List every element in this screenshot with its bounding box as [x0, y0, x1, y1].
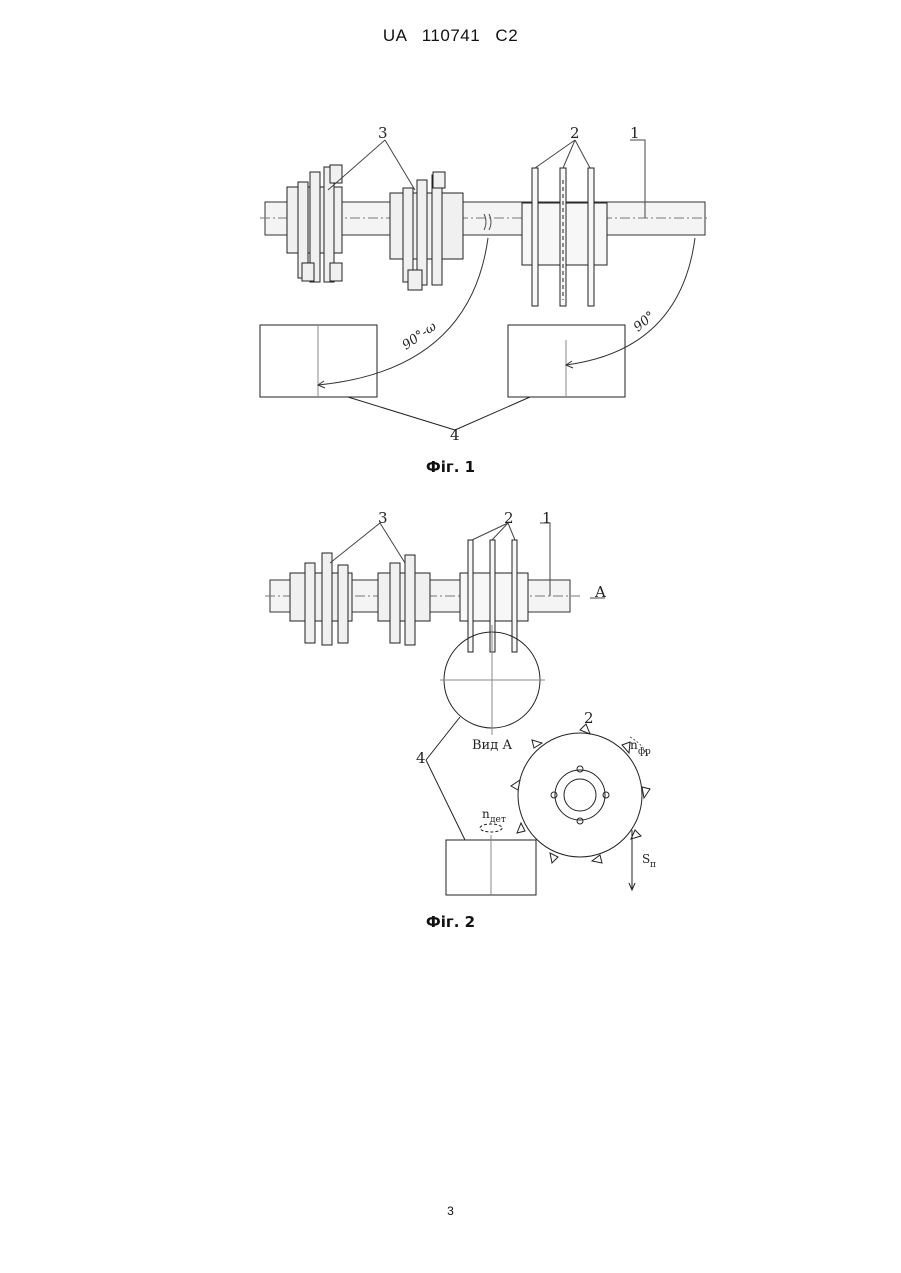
fig2-label-4: 4: [416, 749, 426, 767]
figure-1-caption: Фіг. 1: [0, 458, 901, 476]
svg-text:S: S: [642, 852, 650, 866]
fig1-label-1: 1: [630, 124, 640, 142]
figure-1-drawing: 3 2 1 4 90°-ω 90°: [240, 120, 720, 450]
fig2-label-2: 2: [504, 509, 514, 527]
fig1-label-2: 2: [570, 124, 580, 142]
disc-set-2: [522, 168, 607, 306]
page-number: 3: [0, 1204, 901, 1218]
fig1-label-4: 4: [450, 426, 460, 444]
n-cutter-symbol: n фр: [630, 738, 651, 757]
cutter-3-left: [287, 165, 342, 282]
workpieces-4: [260, 325, 625, 430]
view-a-marker: A: [594, 583, 606, 601]
cutter-3-middle: [390, 172, 463, 290]
cutter-3-left-fig2: [290, 553, 352, 645]
svg-text:n: n: [482, 807, 490, 821]
angle-arcs: [318, 238, 695, 388]
n-part-symbol: n дет: [482, 807, 506, 825]
fig2-label-3: 3: [378, 509, 388, 527]
svg-text:фр: фр: [638, 747, 651, 757]
fig1-angle-right: 90°: [631, 309, 658, 335]
fig1-label-3: 3: [378, 124, 388, 142]
svg-text:п: п: [650, 860, 656, 870]
fig1-angle-left: 90°-ω: [400, 319, 440, 353]
svg-text:дет: дет: [490, 815, 506, 825]
figure-2-caption: Фіг. 2: [0, 913, 901, 931]
svg-text:n: n: [630, 738, 638, 752]
figure-2-drawing: 3 2 1 A Вид А 4 2 n фр n дет S п: [250, 505, 670, 905]
cutter-3-middle-fig2: [378, 555, 430, 645]
disc-set-2-fig2: [460, 540, 528, 652]
view-a-title: Вид А: [472, 738, 512, 753]
workpiece-4-circle: [440, 625, 545, 735]
feed-symbol: S п: [642, 852, 656, 870]
fig2-label-1: 1: [542, 509, 552, 527]
patent-number: UA 110741 C2: [0, 26, 901, 46]
fig2-disc-label-2: 2: [584, 709, 594, 727]
